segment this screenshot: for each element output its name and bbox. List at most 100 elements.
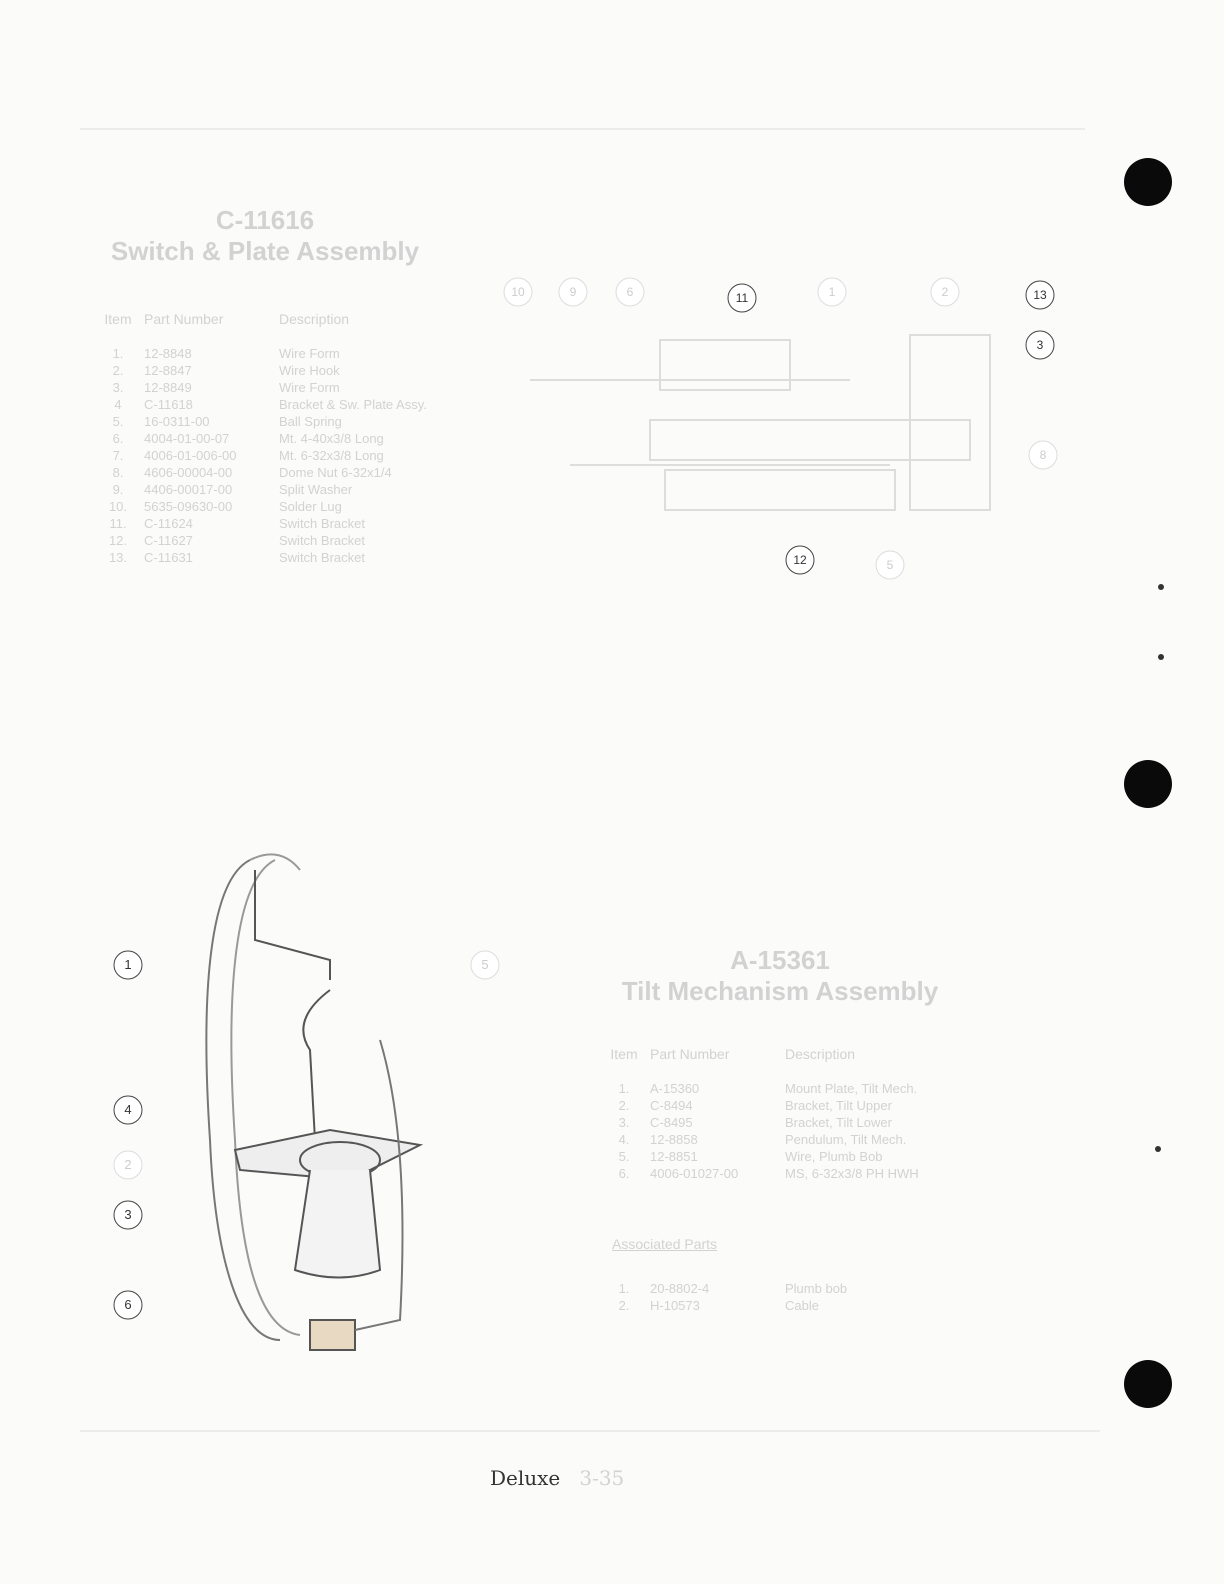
description: Ball Spring	[279, 414, 342, 429]
assembly-name: Tilt Mechanism Assembly	[621, 976, 939, 1006]
callout-circle	[785, 545, 815, 575]
item-number: 11.	[109, 516, 127, 531]
callout-circle	[727, 283, 757, 313]
callout-label: 10	[511, 285, 525, 299]
book-name: Deluxe	[490, 1466, 561, 1490]
callout-circle	[817, 277, 847, 307]
callout-label: 4	[124, 1102, 131, 1117]
item-number: 7.	[112, 448, 124, 463]
binder-hole	[1124, 158, 1172, 206]
part-number: 5635-09630-00	[144, 499, 233, 514]
part-number: 12-8851	[650, 1149, 698, 1164]
part-number: 4004-01-00-07	[144, 431, 230, 446]
assembly-number: A-15361	[730, 945, 830, 975]
description: Bracket, Tilt Upper	[785, 1098, 892, 1113]
description: Mt. 4-40x3/8 Long	[279, 431, 384, 446]
assembly2-title: A-15361 Tilt Mechanism Assembly	[600, 945, 960, 1007]
part-number: 12-8849	[144, 380, 192, 395]
part-number: 12-8858	[650, 1132, 698, 1147]
description: Cable	[785, 1298, 819, 1313]
table-row: 9. 4406-00017-00 Split Washer	[92, 481, 427, 498]
callout-label: 8	[1040, 448, 1047, 462]
associated-parts-heading: Associated Parts	[612, 1236, 718, 1252]
description: Wire, Plumb Bob	[785, 1149, 883, 1164]
description: Switch Bracket	[279, 516, 365, 531]
callout-label: 5	[481, 957, 488, 972]
item-number: 3.	[112, 380, 124, 395]
callout-circle	[503, 277, 533, 307]
callout-circle	[113, 1095, 143, 1125]
table-row: 7. 4006-01-006-00 Mt. 6-32x3/8 Long	[92, 447, 427, 464]
description: Mt. 6-32x3/8 Long	[279, 448, 384, 463]
description: MS, 6-32x3/8 PH HWH	[785, 1166, 919, 1181]
column-header: Description	[279, 311, 350, 327]
assembly-name: Switch & Plate Assembly	[110, 236, 420, 266]
callout-label: 6	[124, 1297, 131, 1312]
assembly-number: C-11616	[215, 205, 315, 235]
callout-label: 5	[887, 558, 894, 572]
part-number: 4406-00017-00	[144, 482, 233, 497]
part-number: 4006-01027-00	[650, 1166, 739, 1181]
item-number: 6.	[618, 1166, 630, 1181]
callout-label: 3	[1037, 338, 1044, 352]
item-number: 8.	[112, 465, 124, 480]
callout-circle	[1025, 330, 1055, 360]
callout-label: 2	[124, 1157, 131, 1172]
part-number: 4006-01-006-00	[144, 448, 237, 463]
description: Split Washer	[279, 482, 353, 497]
item-number: 13.	[108, 550, 128, 565]
description: Wire Form	[279, 380, 340, 395]
page-footer: Deluxe 3-35	[490, 1466, 624, 1490]
part-number: H-10573	[650, 1298, 700, 1313]
column-header: Part Number	[650, 1046, 730, 1062]
callout-circle	[113, 1290, 143, 1320]
callout-circle	[113, 1150, 143, 1180]
description: Mount Plate, Tilt Mech.	[785, 1081, 918, 1096]
description: Wire Hook	[279, 363, 340, 378]
description: Bracket & Sw. Plate Assy.	[279, 397, 427, 412]
callout-circle	[113, 950, 143, 980]
item-number: 10.	[108, 499, 128, 514]
top-rule	[80, 128, 1085, 130]
item-number: 9.	[112, 482, 124, 497]
item-number: 5.	[618, 1149, 630, 1164]
description: Plumb bob	[785, 1281, 848, 1296]
part-number: 16-0311-00	[144, 414, 210, 429]
table-row: 6. 4004-01-00-07 Mt. 4-40x3/8 Long	[92, 430, 427, 447]
column-header: Part Number	[144, 311, 224, 327]
callout-circle	[615, 277, 645, 307]
callout-circle	[1025, 280, 1055, 310]
item-number: 1.	[618, 1281, 630, 1296]
column-header: Item	[610, 1046, 638, 1062]
item-number: 5.	[112, 414, 124, 429]
tilt-mechanism-diagram: 1 4 2 3 6 5	[113, 853, 500, 1351]
assembly1-title: C-11616 Switch & Plate Assembly	[90, 205, 440, 267]
speck	[1158, 584, 1164, 590]
column-header: Item	[104, 311, 132, 327]
table-row: 5. 16-0311-00 Ball Spring	[92, 413, 427, 430]
callout-label: 3	[124, 1207, 131, 1222]
item-number: 1.	[618, 1081, 630, 1096]
item-number: 1.	[112, 346, 124, 361]
bottom-rule	[80, 1430, 1100, 1432]
column-header: Description	[785, 1046, 856, 1062]
description: Wire Form	[279, 346, 340, 361]
item-number: 6.	[112, 431, 124, 446]
callout-circle	[1028, 440, 1058, 470]
item-number: 2.	[112, 363, 124, 378]
callout-circle	[113, 1200, 143, 1230]
callout-label: 1	[124, 957, 131, 972]
